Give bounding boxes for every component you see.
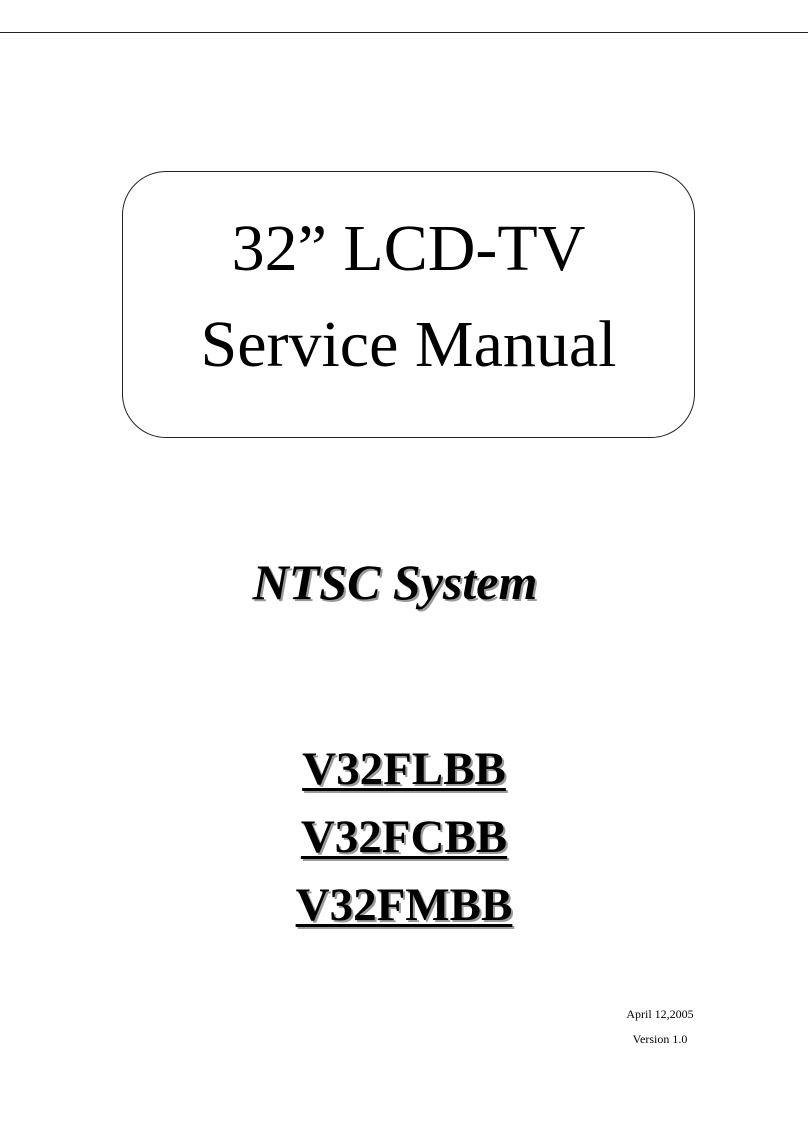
document-title-line-2: Service Manual bbox=[200, 308, 617, 381]
system-heading: NTSC System bbox=[252, 554, 538, 610]
version-label: Version 1.0 bbox=[632, 1032, 688, 1046]
release-date: April 12,2005 bbox=[626, 1007, 694, 1021]
model-number-text: V32FCBB bbox=[300, 811, 508, 863]
model-number: V32FLBB bbox=[0, 746, 808, 814]
document-title-line-1: 32” LCD-TV bbox=[231, 212, 586, 285]
model-list: V32FLBB V32FCBB V32FMBB bbox=[0, 746, 808, 950]
model-number: V32FMBB bbox=[0, 882, 808, 950]
model-number-text: V32FLBB bbox=[302, 743, 506, 795]
top-rule bbox=[0, 32, 808, 33]
model-number: V32FCBB bbox=[0, 814, 808, 882]
title-box: 32” LCD-TV Service Manual bbox=[122, 171, 695, 438]
model-number-text: V32FMBB bbox=[295, 879, 513, 931]
